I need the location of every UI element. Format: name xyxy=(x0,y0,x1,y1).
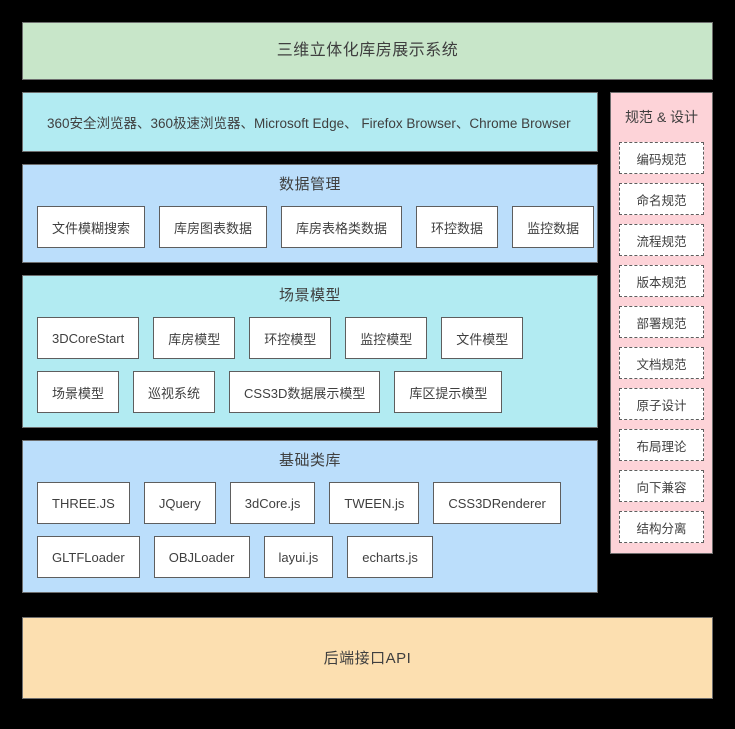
library-chip[interactable]: echarts.js xyxy=(347,536,433,578)
library-chip[interactable]: TWEEN.js xyxy=(329,482,420,524)
section-scene-model: 场景模型 3DCoreStart 库房模型 环控模型 监控模型 文件模型 场景模… xyxy=(22,275,598,428)
module-chip[interactable]: CSS3D数据展示模型 xyxy=(229,371,381,413)
section-base-library: 基础类库 THREE.JS JQuery 3dCore.js TWEEN.js … xyxy=(22,440,598,593)
chip-row: GLTFLoader OBJLoader layui.js echarts.js xyxy=(37,536,583,578)
module-chip[interactable]: 环控数据 xyxy=(416,206,499,248)
module-chip[interactable]: 监控模型 xyxy=(345,317,428,359)
standard-chip[interactable]: 命名规范 xyxy=(619,183,704,215)
chip-row: 场景模型 巡视系统 CSS3D数据展示模型 库区提示模型 xyxy=(37,371,583,413)
module-chip[interactable]: 环控模型 xyxy=(249,317,332,359)
chip-row: 3DCoreStart 库房模型 环控模型 监控模型 文件模型 xyxy=(37,317,583,359)
standard-chip[interactable]: 向下兼容 xyxy=(619,470,704,502)
module-chip[interactable]: 文件模糊搜索 xyxy=(37,206,146,248)
library-chip[interactable]: 3dCore.js xyxy=(229,482,316,524)
chip-row: THREE.JS JQuery 3dCore.js TWEEN.js CSS3D… xyxy=(37,482,583,524)
backend-api-label: 后端接口API xyxy=(323,649,412,667)
module-chip[interactable]: 库房图表数据 xyxy=(159,206,268,248)
library-chip[interactable]: JQuery xyxy=(143,482,216,524)
module-chip[interactable]: 文件模型 xyxy=(441,317,524,359)
chip-row: 文件模糊搜索 库房图表数据 库房表格类数据 环控数据 监控数据 xyxy=(37,206,595,248)
library-chip[interactable]: OBJLoader xyxy=(153,536,250,578)
section-data-management: 数据管理 文件模糊搜索 库房图表数据 库房表格类数据 环控数据 监控数据 xyxy=(22,164,598,263)
system-title-band: 三维立体化库房展示系统 xyxy=(22,22,713,80)
library-chip[interactable]: THREE.JS xyxy=(37,482,130,524)
module-chip[interactable]: 巡视系统 xyxy=(133,371,216,413)
standard-chip[interactable]: 版本规范 xyxy=(619,265,704,297)
module-chip[interactable]: 库房模型 xyxy=(153,317,236,359)
module-chip[interactable]: 库区提示模型 xyxy=(394,371,503,413)
library-chip[interactable]: CSS3DRenderer xyxy=(433,482,561,524)
standard-chip[interactable]: 编码规范 xyxy=(619,142,704,174)
browser-support-band: 360安全浏览器、360极速浏览器、Microsoft Edge、 Firefo… xyxy=(22,92,598,152)
section-title-data-management: 数据管理 xyxy=(278,176,341,193)
standard-chip[interactable]: 原子设计 xyxy=(619,388,704,420)
standard-chip[interactable]: 流程规范 xyxy=(619,224,704,256)
backend-api-band: 后端接口API xyxy=(22,617,713,699)
module-chip[interactable]: 场景模型 xyxy=(37,371,120,413)
section-title-base-library: 基础类库 xyxy=(278,452,341,469)
diagram-body: 360安全浏览器、360极速浏览器、Microsoft Edge、 Firefo… xyxy=(22,92,713,605)
standards-design-rail: 规范 & 设计 编码规范 命名规范 流程规范 版本规范 部署规范 文档规范 原子… xyxy=(610,92,713,554)
main-stack-column: 360安全浏览器、360极速浏览器、Microsoft Edge、 Firefo… xyxy=(22,92,598,605)
standard-chip[interactable]: 部署规范 xyxy=(619,306,704,338)
module-chip[interactable]: 库房表格类数据 xyxy=(281,206,403,248)
standard-chip[interactable]: 布局理论 xyxy=(619,429,704,461)
standard-chip[interactable]: 文档规范 xyxy=(619,347,704,379)
section-title-scene-model: 场景模型 xyxy=(278,287,341,304)
module-chip[interactable]: 3DCoreStart xyxy=(37,317,140,359)
library-chip[interactable]: GLTFLoader xyxy=(37,536,140,578)
rail-title: 规范 & 设计 xyxy=(624,109,699,125)
page-title: 三维立体化库房展示系统 xyxy=(276,42,459,59)
module-chip[interactable]: 监控数据 xyxy=(512,206,595,248)
browser-list: 360安全浏览器、360极速浏览器、Microsoft Edge、 Firefo… xyxy=(47,116,571,131)
library-chip[interactable]: layui.js xyxy=(263,536,334,578)
standard-chip[interactable]: 结构分离 xyxy=(619,511,704,543)
